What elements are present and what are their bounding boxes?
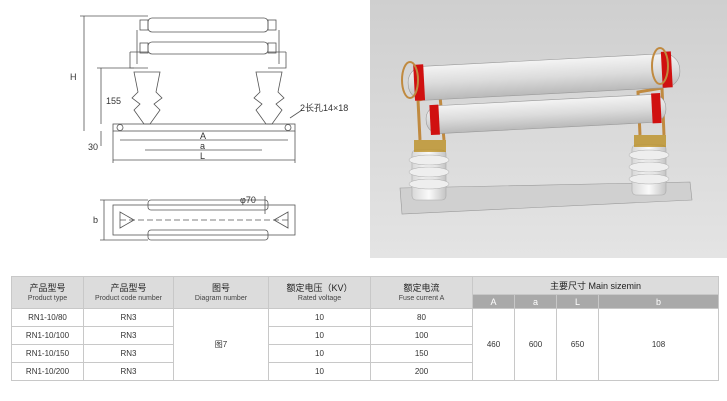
lower-fuse-tube xyxy=(147,41,269,55)
header-voltage-en: Rated voltage xyxy=(297,294,342,302)
label-phi70: φ70 xyxy=(240,195,256,205)
cell-product-code: RN3 xyxy=(83,308,174,327)
cell-product-type: RN1-10/150 xyxy=(11,344,84,363)
label-a: a xyxy=(200,141,205,151)
header-main-size: 主要尺寸 Main sizemin xyxy=(471,276,720,295)
header-current-cn: 额定电流 xyxy=(403,282,440,293)
cell-voltage: 10 xyxy=(268,344,371,363)
cell-product-code: RN3 xyxy=(83,362,174,381)
photo-lower-tube xyxy=(425,93,667,136)
cell-voltage: 10 xyxy=(268,326,371,345)
label-L: L xyxy=(200,151,205,161)
upper-fuse-tube xyxy=(147,17,269,33)
cell-current: 200 xyxy=(370,362,473,381)
label-H: H xyxy=(70,72,77,82)
header-product-code-cn: 产品型号 xyxy=(110,282,147,293)
photo-left-insulator xyxy=(408,140,450,201)
header-product-type: 产品型号 Product type xyxy=(11,276,84,309)
label-30: 30 xyxy=(88,142,98,152)
cell-voltage: 10 xyxy=(268,308,371,327)
header-size-A: A xyxy=(472,294,515,309)
spec-table: 产品型号 Product type 产品型号 Product code numb… xyxy=(11,276,720,381)
table-row: RN1-10/200 RN3 10 200 xyxy=(11,362,719,381)
header-product-type-en: Product type xyxy=(27,294,68,302)
cell-diagram: 图7 xyxy=(173,308,269,381)
plan-base xyxy=(112,204,296,236)
cell-product-type: RN1-10/200 xyxy=(11,362,84,381)
cell-product-type: RN1-10/80 xyxy=(11,308,84,327)
label-155: 155 xyxy=(106,96,121,106)
cell-size-A: 460 xyxy=(472,308,515,381)
label-b: b xyxy=(93,215,98,225)
header-size-a: a xyxy=(514,294,557,309)
label-slot: 2长孔14×18 xyxy=(300,102,348,113)
table-row: RN1-10/100 RN3 10 100 xyxy=(11,326,719,345)
photo-upper-tube xyxy=(407,51,681,101)
photo-right-insulator xyxy=(628,135,670,196)
table-row: RN1-10/150 RN3 10 150 xyxy=(11,344,719,363)
cell-size-L: 650 xyxy=(556,308,599,381)
header-size-b: b xyxy=(597,294,720,309)
header-diagram: 图号 Diagram number xyxy=(173,276,269,309)
cell-product-code: RN3 xyxy=(83,326,174,345)
label-A: A xyxy=(200,131,206,141)
header-voltage: 额定电压（KV） Rated voltage xyxy=(268,276,371,309)
header-current-en: Fuse current A xyxy=(398,294,445,302)
cell-product-type: RN1-10/100 xyxy=(11,326,84,345)
header-diagram-en: Diagram number xyxy=(194,294,248,302)
cell-size-b: 108 xyxy=(597,308,720,381)
cell-current: 80 xyxy=(370,308,473,327)
cell-size-a: 600 xyxy=(514,308,557,381)
header-size-L: L xyxy=(556,294,599,309)
base-plate xyxy=(112,123,296,132)
header-diagram-cn: 图号 xyxy=(211,282,230,293)
table-row: RN1-10/80 RN3 图7 10 80 460 600 650 108 xyxy=(11,308,720,381)
header-voltage-cn: 额定电压（KV） xyxy=(286,282,353,293)
header-current: 额定电流 Fuse current A xyxy=(370,276,473,309)
product-photo xyxy=(370,0,727,258)
header-product-code: 产品型号 Product code number xyxy=(83,276,174,309)
cell-current: 150 xyxy=(370,344,473,363)
header-product-type-cn: 产品型号 xyxy=(29,282,66,293)
cell-voltage: 10 xyxy=(268,362,371,381)
cell-product-code: RN3 xyxy=(83,344,174,363)
photo-base-plate xyxy=(399,181,693,215)
cell-current: 100 xyxy=(370,326,473,345)
header-product-code-en: Product code number xyxy=(95,294,162,302)
left-insulator xyxy=(131,71,163,125)
right-insulator xyxy=(253,71,285,125)
technical-drawing: H 155 30 2长孔14×18 A a L b φ70 xyxy=(70,15,348,241)
